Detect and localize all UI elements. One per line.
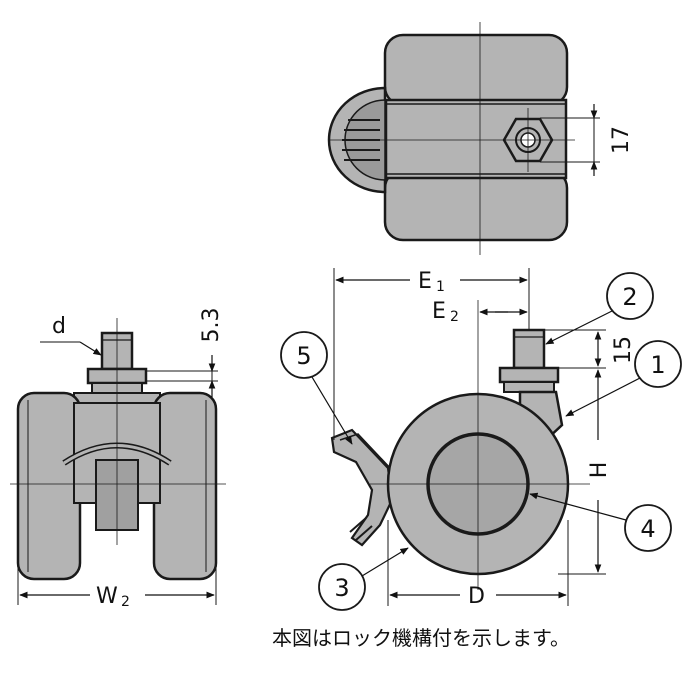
callout-3-label: 3 (334, 574, 349, 602)
front-view-right-wheel (152, 391, 218, 581)
top-view-upper-wheel (383, 33, 569, 107)
callout-3 (318, 563, 366, 611)
top-view: 17 (327, 22, 634, 255)
front-view-left-wheel (16, 391, 82, 581)
dim-d-diameter: D (468, 584, 485, 609)
top-view-lower-wheel (383, 168, 569, 242)
callout-4 (624, 504, 672, 552)
side-view-stem (512, 328, 546, 370)
dim-e2: E (432, 299, 446, 324)
callout-2-label: 2 (622, 283, 637, 311)
dim-5-3: 5.3 (199, 308, 224, 343)
dim-e2-sub: 2 (450, 309, 459, 325)
callout-4-label: 4 (640, 515, 655, 543)
front-view: d 5.3 W 2 (10, 308, 226, 610)
dim-w2-sub: 2 (121, 594, 130, 610)
dim-e1: E (418, 269, 432, 294)
callout-2 (606, 272, 654, 320)
side-view-lock-lever (330, 428, 394, 547)
callout-5-label: 5 (296, 342, 311, 370)
dim-w2: W (96, 584, 118, 609)
callout-5 (280, 331, 328, 379)
caption: 本図はロック機構付を示します。 (272, 626, 570, 650)
callout-1 (634, 340, 682, 388)
callouts: 1 2 3 4 5 (280, 272, 682, 611)
side-view: E 1 E 2 15 H D (330, 268, 636, 609)
dim-d: d (52, 314, 66, 339)
dim-15: 15 (611, 336, 636, 364)
dim-17: 17 (609, 126, 634, 154)
callout-1-label: 1 (650, 351, 665, 379)
dim-h: H (587, 462, 612, 479)
dim-e1-sub: 1 (436, 279, 445, 295)
